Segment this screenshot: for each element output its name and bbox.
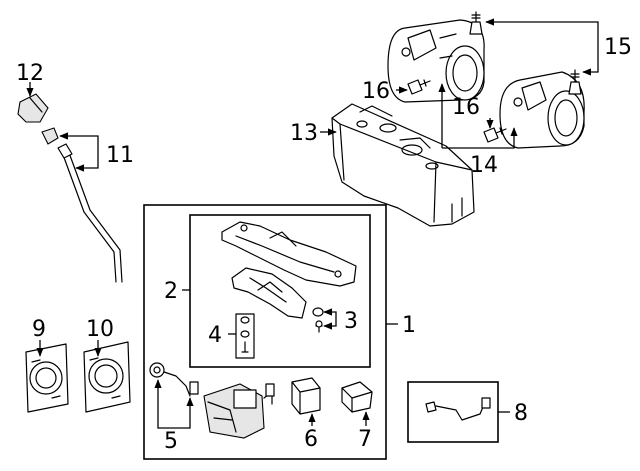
callout-7: 7 [358,427,372,452]
relay-module-6[interactable] [291,377,321,415]
vent-grommet[interactable] [41,127,59,145]
label-decal-10[interactable] [83,341,131,413]
compressor-assembly-box [143,204,387,460]
callout-12: 12 [16,61,44,86]
label-decal-9[interactable] [25,343,69,413]
callout-16-lower: 16 [452,95,480,120]
callout-5: 5 [164,429,178,454]
bolt-15-upper[interactable] [469,11,483,35]
grommet-stack-4[interactable] [235,313,255,359]
callout-4: 4 [208,323,222,348]
callout-1: 1 [402,313,416,338]
reservoir-bracket[interactable] [331,103,475,227]
fastener-3[interactable] [312,307,324,333]
wiring-harness-5[interactable] [149,362,199,397]
callout-9: 9 [32,317,46,342]
lower-bracket[interactable] [231,267,307,319]
upper-bracket[interactable] [221,221,357,287]
air-compressor[interactable] [203,383,275,439]
accumulator-tank-right[interactable] [499,71,585,149]
callout-11: 11 [106,143,134,168]
callout-10: 10 [86,317,114,342]
leader-5 [154,379,194,429]
bracket-module-7[interactable] [341,381,373,413]
bolt-16-lower[interactable] [483,127,507,143]
leader-11 [59,132,99,172]
bolt-15-lower[interactable] [568,69,582,95]
callout-2: 2 [164,279,178,304]
accumulator-tank-left[interactable] [387,19,485,103]
vent-tube[interactable] [57,143,123,283]
callout-13: 13 [290,121,318,146]
vent-cap[interactable] [17,93,49,123]
leader-14 [438,83,518,149]
callout-16-upper: 16 [362,79,390,104]
callout-3: 3 [344,309,358,334]
callout-14: 14 [470,153,498,178]
air-hose-8[interactable] [425,397,491,421]
leader-15 [485,18,599,76]
bolt-16-upper[interactable] [407,79,431,95]
callout-15: 15 [604,35,632,60]
callout-6: 6 [304,427,318,452]
hose-box [407,381,499,443]
leader-3 [323,308,337,330]
bracket-subassembly-box [189,214,371,368]
callout-8: 8 [514,401,528,426]
